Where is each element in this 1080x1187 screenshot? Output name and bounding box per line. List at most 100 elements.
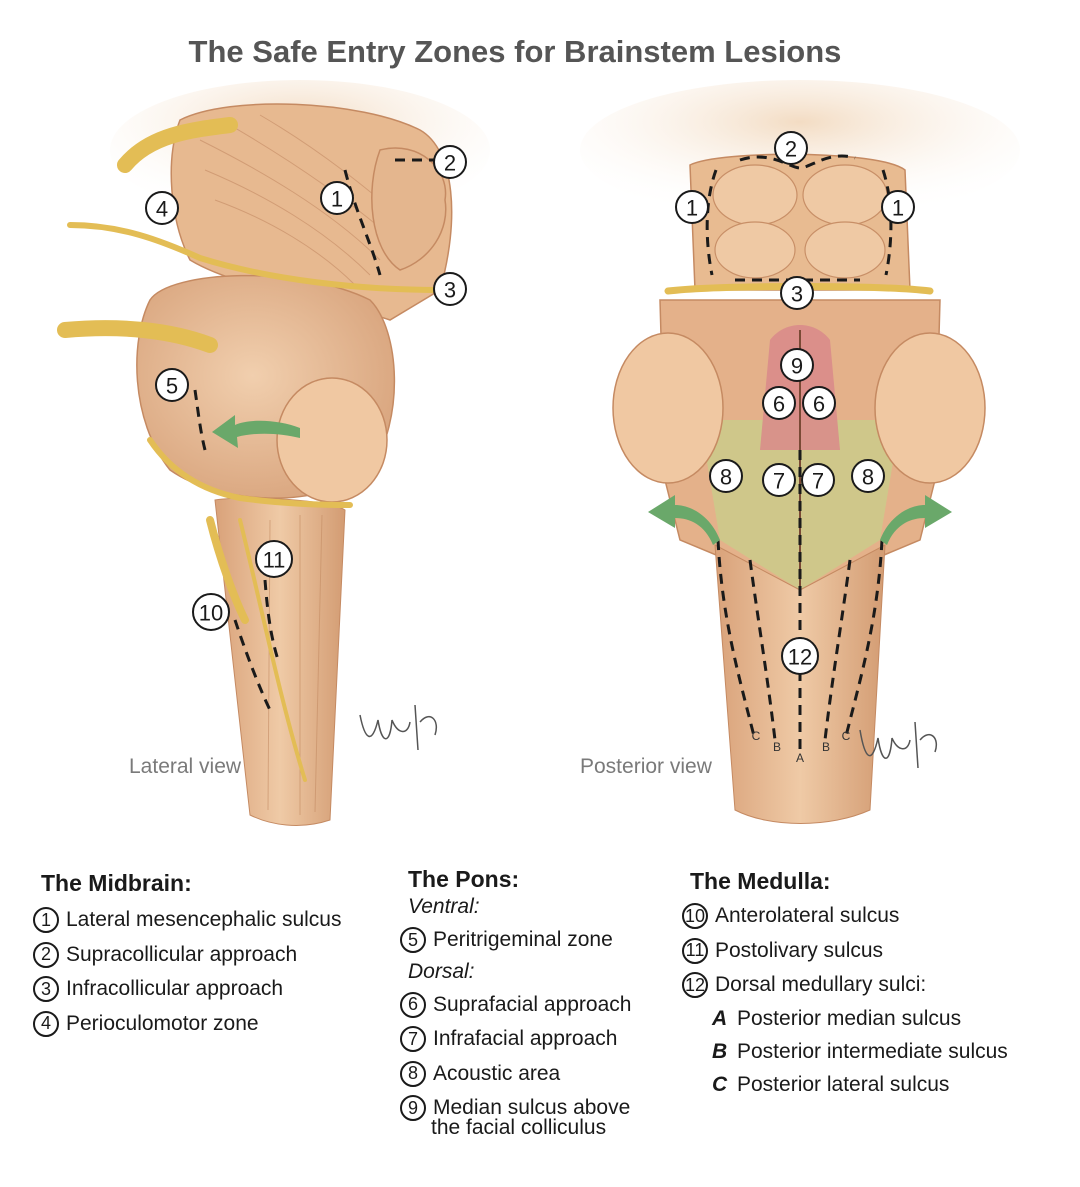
zone-marker-lateral-4: 4	[145, 191, 179, 225]
pons-item-7: 7 Infrafacial approach	[400, 1022, 631, 1057]
midbrain-item-label: Lateral mesencephalic sulcus	[66, 908, 342, 932]
number-badge: 8	[400, 1060, 426, 1087]
pons-item-label: Median sulcus above	[433, 1096, 631, 1120]
zone-marker-posterior-1-2: 1	[881, 190, 915, 224]
sulcus-letter: A	[712, 1007, 728, 1030]
sulcus-letter: C	[712, 1073, 728, 1096]
legend-pons-ventral: Ventral:	[408, 895, 480, 918]
number-badge: 10	[682, 903, 708, 930]
svg-text:8: 8	[862, 465, 874, 490]
posterior-view-label: Posterior view	[580, 755, 712, 778]
zone-marker-posterior-2-0: 2	[774, 131, 808, 165]
legend-pons-dorsal: Dorsal:	[408, 959, 475, 983]
zone-marker-lateral-1: 1	[320, 181, 354, 215]
svg-text:5: 5	[166, 374, 178, 399]
svg-text:9: 9	[791, 354, 803, 379]
number-badge: 11	[682, 937, 708, 964]
zone-marker-posterior-6-5: 6	[762, 386, 796, 420]
number-badge: 4	[33, 1010, 59, 1037]
zone-marker-posterior-3-3: 3	[780, 276, 814, 310]
pons-item-8: 8 Acoustic area	[400, 1057, 631, 1092]
number-badge: 12	[682, 972, 708, 999]
zone-marker-posterior-9-4: 9	[780, 348, 814, 382]
number-badge: 1	[33, 907, 59, 934]
svg-text:7: 7	[812, 469, 824, 494]
zone-marker-lateral-2: 2	[433, 145, 467, 179]
zone-marker-lateral-11: 11	[255, 540, 293, 578]
zone-marker-posterior-8-7: 8	[709, 459, 743, 493]
medulla-item-label: Postolivary sulcus	[715, 938, 884, 962]
zone-marker-posterior-8-10: 8	[851, 459, 885, 493]
number-badge: 2	[33, 941, 59, 968]
legend-pons-heading: The Pons:	[408, 866, 520, 892]
pons-item-9: 9 Median sulcus above	[400, 1091, 631, 1126]
pons-item-label: Infrafacial approach	[433, 1027, 618, 1051]
lateral-view-drawing	[57, 80, 490, 826]
midbrain-item-label: Perioculomotor zone	[66, 1011, 259, 1035]
medulla-sulcus-A: A Posterior median sulcus	[682, 1003, 1008, 1036]
sulcus-letter-B: B	[773, 740, 781, 754]
midbrain-item-label: Infracollicular approach	[66, 977, 284, 1001]
artist-signature-right	[859, 721, 937, 769]
sulcus-label: Posterior intermediate sulcus	[737, 1040, 1008, 1063]
svg-text:6: 6	[773, 392, 785, 417]
sulcus-label: Posterior median sulcus	[737, 1007, 962, 1030]
zone-marker-posterior-7-8: 7	[762, 463, 796, 497]
svg-text:11: 11	[263, 548, 286, 573]
svg-text:1: 1	[331, 187, 343, 212]
pons-item-continuation: the facial colliculus	[431, 1115, 607, 1139]
svg-text:10: 10	[199, 601, 223, 626]
midbrain-item-1: 1 Lateral mesencephalic sulcus	[33, 903, 341, 938]
svg-text:4: 4	[156, 197, 168, 222]
svg-text:8: 8	[720, 465, 732, 490]
sulcus-letter-A: A	[796, 751, 804, 765]
svg-text:7: 7	[773, 469, 785, 494]
svg-text:1: 1	[686, 196, 698, 221]
zone-marker-posterior-6-6: 6	[802, 386, 836, 420]
legend-midbrain-heading: The Midbrain:	[41, 870, 192, 896]
zone-marker-lateral-5: 5	[155, 368, 189, 402]
zone-marker-lateral-3: 3	[433, 272, 467, 306]
zone-marker-posterior-7-9: 7	[801, 463, 835, 497]
medulla-item-label: Anterolateral sulcus	[715, 904, 900, 928]
medulla-item-label: Dorsal medullary sulci:	[715, 973, 927, 997]
svg-text:1: 1	[892, 196, 904, 221]
sulcus-letter-C: C	[842, 729, 851, 743]
legend-medulla-heading: The Medulla:	[690, 868, 831, 894]
zone-marker-posterior-1-1: 1	[675, 190, 709, 224]
medulla-item-12: 12 Dorsal medullary sulci:	[682, 968, 1008, 1003]
svg-text:12: 12	[788, 645, 812, 670]
number-badge: 5	[400, 927, 426, 954]
medulla-item-11: 11 Postolivary sulcus	[682, 934, 1008, 969]
lateral-view-label: Lateral view	[129, 755, 242, 778]
medulla-sulcus-B: B Posterior intermediate sulcus	[682, 1036, 1008, 1069]
sulcus-letter: B	[712, 1040, 728, 1063]
posterior-view-drawing	[580, 80, 1020, 824]
svg-text:2: 2	[785, 137, 797, 162]
svg-text:3: 3	[444, 278, 456, 303]
sulcus-letter-B: B	[822, 740, 830, 754]
svg-text:3: 3	[791, 282, 803, 307]
page-title: The Safe Entry Zones for Brainstem Lesio…	[188, 34, 842, 69]
pons-item-label: Acoustic area	[433, 1061, 561, 1085]
zone-marker-posterior-12-11: 12	[781, 637, 819, 675]
number-badge: 6	[400, 991, 426, 1018]
number-badge: 3	[33, 976, 59, 1003]
sulcus-letter-C: C	[752, 729, 761, 743]
number-badge: 7	[400, 1026, 426, 1053]
sulcus-label: Posterior lateral sulcus	[737, 1073, 950, 1096]
midbrain-item-3: 3 Infracollicular approach	[33, 972, 341, 1007]
svg-text:6: 6	[813, 392, 825, 417]
artist-signature-left	[359, 704, 437, 751]
medulla-sulcus-C: C Posterior lateral sulcus	[682, 1069, 1008, 1102]
number-badge: 9	[400, 1095, 426, 1122]
svg-text:2: 2	[444, 151, 456, 176]
